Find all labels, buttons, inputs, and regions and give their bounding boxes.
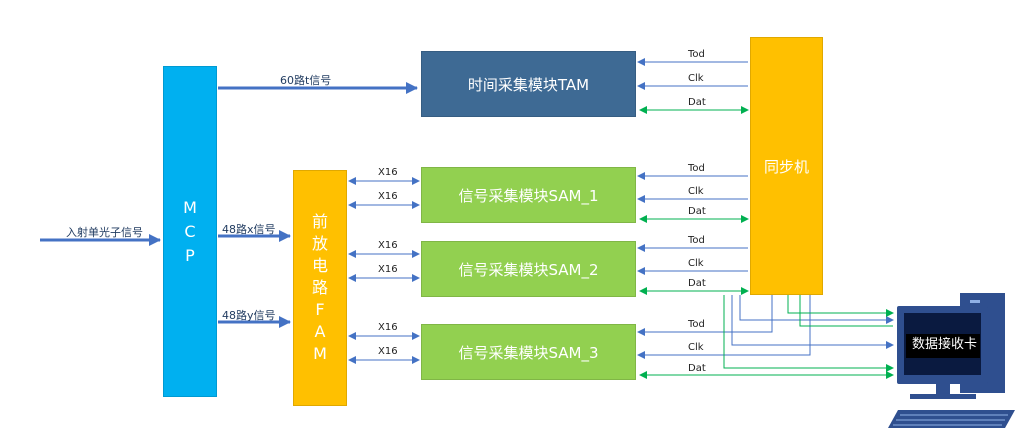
mcp-to-fam-y-label: 48路y信号 xyxy=(222,309,276,322)
tod-label: Tod xyxy=(688,319,705,330)
dat-label: Dat xyxy=(688,363,706,374)
sam-block-1: 信号采集模块SAM_1 xyxy=(421,167,636,223)
tod-label: Tod xyxy=(688,49,705,60)
mcp-block: MCP xyxy=(163,66,217,397)
bus-label: X16 xyxy=(378,264,398,275)
tod-label: Tod xyxy=(688,235,705,246)
tod-label: Tod xyxy=(688,163,705,174)
sam-block-3: 信号采集模块SAM_3 xyxy=(421,324,636,380)
bus-label: X16 xyxy=(378,191,398,202)
dat-label: Dat xyxy=(688,278,706,289)
bus-label: X16 xyxy=(378,167,398,178)
dat-label: Dat xyxy=(688,97,706,108)
tam-label: 时间采集模块TAM xyxy=(467,75,590,94)
bus-label: X16 xyxy=(378,322,398,333)
clk-label: Clk xyxy=(688,186,704,197)
clk-label: Clk xyxy=(688,258,704,269)
sam-label-1: 信号采集模块SAM_1 xyxy=(458,186,599,205)
sync-block: 同步机 xyxy=(750,37,823,295)
input-signal-label: 入射单光子信号 xyxy=(66,226,143,239)
computer-icon xyxy=(888,293,1015,428)
bus-label: X16 xyxy=(378,346,398,357)
bus-label: X16 xyxy=(378,240,398,251)
tam-block: 时间采集模块TAM xyxy=(421,51,636,117)
sam-block-2: 信号采集模块SAM_2 xyxy=(421,241,636,297)
clk-label: Clk xyxy=(688,73,704,84)
mcp-to-tam-label: 60路t信号 xyxy=(280,74,332,87)
mcp-to-fam-x-label: 48路x信号 xyxy=(222,223,276,236)
dat-label: Dat xyxy=(688,206,706,217)
sam-label-3: 信号采集模块SAM_3 xyxy=(458,343,599,362)
fam-block: 前放电路FAM xyxy=(293,170,347,406)
mcp-label: MCP xyxy=(183,197,197,265)
receiver-label: 数据接收卡 xyxy=(911,337,977,352)
fam-label: 前放电路FAM xyxy=(312,212,329,363)
sync-label: 同步机 xyxy=(763,157,809,176)
clk-label: Clk xyxy=(688,342,704,353)
sam-label-2: 信号采集模块SAM_2 xyxy=(458,260,599,279)
